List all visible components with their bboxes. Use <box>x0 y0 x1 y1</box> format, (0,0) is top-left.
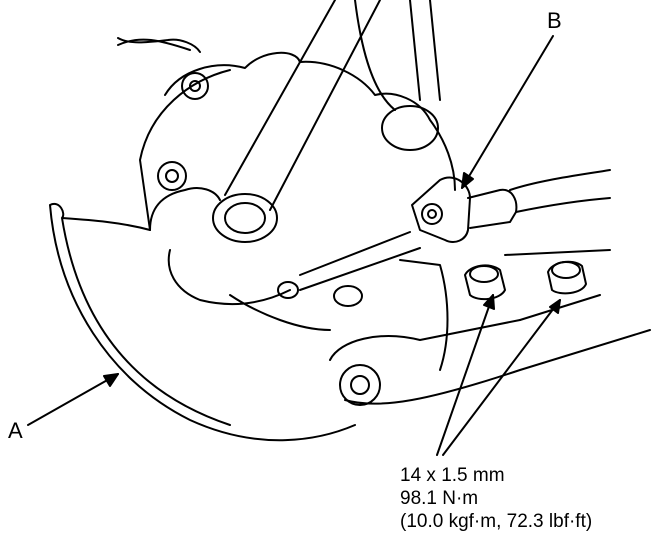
leader-torque-right <box>442 299 561 456</box>
lower-arm-eye-inner <box>350 375 370 395</box>
sensor-bracket <box>411 176 471 243</box>
caliper-boss-left <box>333 285 363 307</box>
harness-rod <box>299 231 421 291</box>
knuckle-boss-left <box>157 161 187 191</box>
link-bushing <box>381 105 439 151</box>
callout-a: A <box>8 418 23 443</box>
bracket-bolt <box>421 203 443 225</box>
sensor-connector <box>467 188 518 229</box>
sensor-wire <box>509 169 611 213</box>
upper-link <box>354 0 421 111</box>
splash-shield <box>49 202 356 442</box>
strut-collar-inner <box>224 202 266 234</box>
knuckle-lower <box>167 249 331 331</box>
upper-boss-left <box>181 72 209 100</box>
callout-b: B <box>547 8 562 33</box>
lower-arm-flange <box>399 259 449 371</box>
bracket-bolt-inner <box>427 209 437 219</box>
bolt-left-head <box>469 265 499 283</box>
upper-boss-left-hole <box>189 80 201 92</box>
strut-collar <box>212 193 278 243</box>
strut-tube <box>224 0 381 211</box>
bolt-size: 14 x 1.5 mm <box>400 465 505 486</box>
torque-nm: 98.1 N·m <box>400 488 479 509</box>
link-rod-right <box>429 0 441 101</box>
leader-torque-left <box>436 294 495 456</box>
knuckle-body <box>149 51 456 231</box>
shield-rim <box>117 38 231 231</box>
leader-b <box>461 35 554 189</box>
torque-alt-units: (10.0 kgf·m, 72.3 lbf·ft) <box>400 511 593 532</box>
leader-a <box>27 373 119 426</box>
frame-edge <box>504 249 611 321</box>
lower-arm-eye <box>339 364 381 406</box>
caliper-boss-small <box>277 281 299 299</box>
shield-rim-detail <box>117 37 201 53</box>
knuckle-boss-left-hole <box>165 169 179 183</box>
torque-spec: 14 x 1.5 mm 98.1 N·m (10.0 kgf·m, 72.3 l… <box>400 464 592 533</box>
bolt-right-head <box>551 261 581 279</box>
